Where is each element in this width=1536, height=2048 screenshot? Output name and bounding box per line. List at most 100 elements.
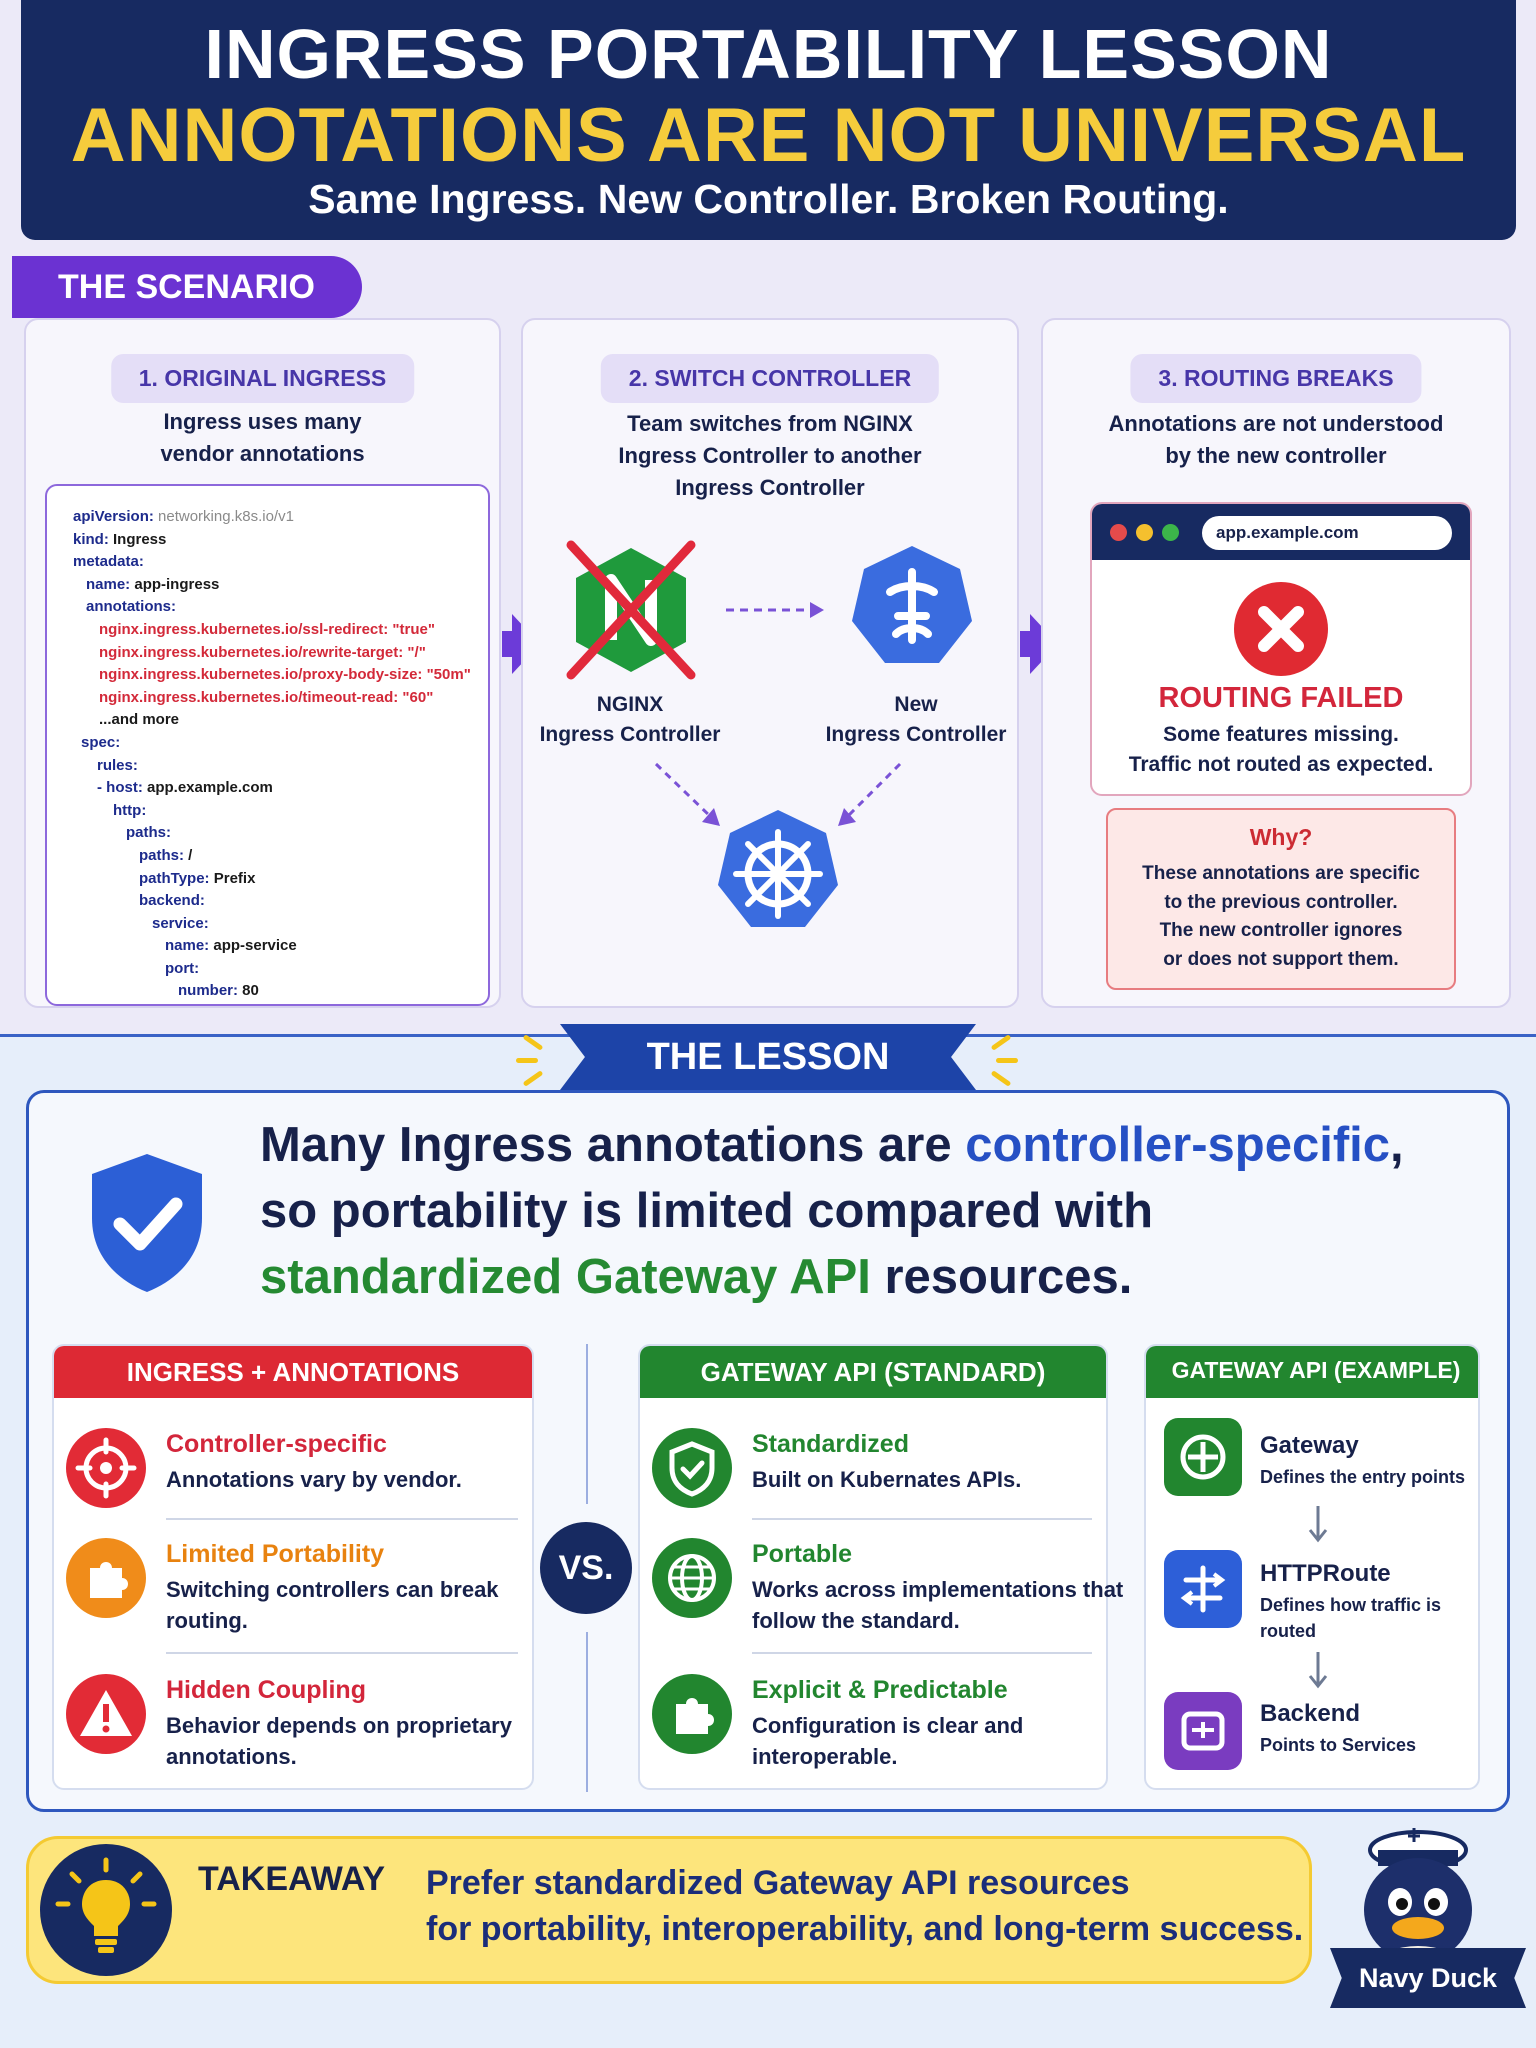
yaml-line: kind: Ingress <box>73 529 480 552</box>
yaml-line: http: <box>73 800 480 823</box>
lesson-highlight-green: standardized Gateway API <box>260 1250 871 1304</box>
list-item: Limited Portability Switching controller… <box>54 1528 532 1638</box>
why-title: Why? <box>1249 824 1313 850</box>
backend-icon <box>1164 1692 1242 1770</box>
shield-check-icon <box>652 1428 732 1508</box>
yaml-key: port: <box>165 959 200 977</box>
step-description: Ingress uses many vendor annotations <box>36 406 489 470</box>
shield-check-icon <box>92 1154 202 1292</box>
list-item: Portable Works across implementations th… <box>640 1528 1123 1638</box>
yaml-more: ...and more <box>99 711 180 729</box>
header-banner: INGRESS PORTABILITY LESSON ANNOTATIONS A… <box>21 0 1516 240</box>
warning-icon <box>66 1674 146 1754</box>
page-subtitle: ANNOTATIONS ARE NOT UNIVERSAL <box>70 93 1467 178</box>
item-title: Portable <box>752 1540 853 1568</box>
item-title: HTTPRoute <box>1260 1560 1391 1587</box>
controller-label-line: NGINX <box>596 693 664 716</box>
yaml-line: spec: <box>73 732 480 755</box>
yaml-key: rules: <box>97 756 138 774</box>
takeaway-label: TAKEAWAY <box>198 1860 386 1898</box>
yaml-annotation: nginx.ingress.kubernetes.io/ssl-redirect… <box>99 620 435 638</box>
yaml-key: paths: <box>126 824 171 842</box>
yaml-line: paths: <box>73 822 480 845</box>
takeaway-line: for portability, interoperability, and l… <box>426 1910 1304 1948</box>
yaml-value: / <box>184 846 193 864</box>
item-title: Hidden Coupling <box>166 1676 366 1704</box>
address-bar[interactable]: app.example.com <box>1202 516 1452 550</box>
takeaway-line: Prefer standardized Gateway API resource… <box>426 1864 1130 1902</box>
item-desc: Configuration is clear and interoperable… <box>752 1713 1024 1769</box>
why-desc: These annotations are specific to the pr… <box>1108 860 1454 974</box>
converge-arrows-icon <box>654 762 902 826</box>
list-item: Explicit & Predictable Configuration is … <box>640 1664 1106 1774</box>
yaml-value: Prefix <box>209 869 256 887</box>
step-label: 1. ORIGINAL INGRESS <box>110 354 415 403</box>
item-title: Explicit & Predictable <box>752 1676 1008 1704</box>
yaml-value: networking.k8s.io/v1 <box>153 508 294 525</box>
step-desc-line: Ingress uses many <box>163 409 362 434</box>
item-desc: Switching controllers can break routing. <box>166 1577 499 1633</box>
yaml-key: name: <box>86 575 131 593</box>
vs-badge: VS. <box>540 1522 632 1614</box>
maximize-dot-icon <box>1162 524 1179 541</box>
step-label: 2. SWITCH CONTROLLER <box>600 354 940 403</box>
takeaway-banner <box>26 1836 1312 1984</box>
puzzle-icon <box>66 1538 146 1618</box>
arrow-down-icon <box>1308 1506 1328 1543</box>
yaml-value: app.example.com <box>142 779 273 797</box>
why-line: or does not support them. <box>1163 948 1399 970</box>
flow-arrow-stem <box>502 631 514 657</box>
gateway-api-standard-card: GATEWAY API (STANDARD) Standardized Buil… <box>638 1344 1123 1790</box>
why-line: These annotations are specific <box>1142 863 1420 884</box>
controller-label-line: Ingress Controller <box>539 723 721 746</box>
takeaway-text: Prefer standardized Gateway API resource… <box>426 1860 1306 1952</box>
close-dot-icon <box>1110 524 1127 541</box>
lesson-statement: Many Ingress annotations are controller-… <box>260 1112 1410 1310</box>
yaml-key: service: <box>152 914 209 932</box>
switch-arrow-icon <box>726 602 824 618</box>
step-desc-line: Ingress Controller <box>675 474 865 500</box>
page-tagline: Same Ingress. New Controller. Broken Rou… <box>308 176 1229 222</box>
item-desc: Points to Services <box>1260 1735 1417 1755</box>
yaml-value: app-service <box>209 937 297 955</box>
item-desc: Behavior depends on proprietary annotati… <box>166 1713 512 1769</box>
yaml-key: pathType: <box>139 869 210 887</box>
yaml-key: spec: <box>81 733 121 751</box>
divider <box>752 1518 1092 1520</box>
yaml-line: name: app-service <box>73 935 480 958</box>
lesson-text: , <box>1390 1118 1404 1172</box>
yaml-value: app-ingress <box>130 575 220 593</box>
controller-label-line: New <box>894 693 938 716</box>
lesson-line: Many Ingress annotations are controller-… <box>260 1112 1410 1178</box>
target-icon <box>66 1428 146 1508</box>
lesson-ribbon: THE LESSON <box>560 1024 976 1090</box>
step-label: 3. ROUTING BREAKS <box>1130 354 1422 403</box>
routing-failed-desc: Some features missing. Traffic not route… <box>1092 720 1470 781</box>
yaml-key: name: <box>165 937 210 955</box>
list-item: Controller-specific Annotations vary by … <box>54 1418 532 1528</box>
yaml-line: port: <box>73 958 480 981</box>
yaml-value: Ingress <box>108 530 167 548</box>
step-desc-line: vendor annotations <box>160 440 365 466</box>
yaml-key: paths: <box>139 846 184 864</box>
mascot-name-ribbon: Navy Duck <box>1330 1948 1526 2008</box>
step-desc-line: Annotations are not understood <box>1108 411 1444 436</box>
item-desc: Works across implementations that follow… <box>752 1577 1124 1633</box>
arrow-down-icon <box>1308 1652 1328 1689</box>
minimize-dot-icon <box>1136 524 1153 541</box>
error-x-icon <box>1234 582 1328 676</box>
sparkle-icon <box>516 1058 538 1063</box>
yaml-annotation: nginx.ingress.kubernetes.io/rewrite-targ… <box>99 643 426 661</box>
card-header: GATEWAY API (STANDARD) <box>640 1346 1106 1398</box>
yaml-key: http: <box>113 801 147 819</box>
new-controller-label: New Ingress Controller <box>806 690 1026 750</box>
ingress-yaml: apiVersion: networking.k8s.io/v1 kind: I… <box>45 484 490 1006</box>
step-description: Annotations are not understood by the ne… <box>1053 408 1499 472</box>
yaml-value: 80 <box>238 982 259 1000</box>
item-title: Limited Portability <box>166 1540 385 1568</box>
controller-label-line: Ingress Controller <box>825 723 1007 746</box>
item-desc: Built on Kubernates APIs. <box>752 1467 1022 1492</box>
yaml-line: apiVersion: networking.k8s.io/v1 <box>73 506 480 529</box>
yaml-key: apiVersion: <box>73 508 154 525</box>
puzzle-icon <box>652 1674 732 1754</box>
